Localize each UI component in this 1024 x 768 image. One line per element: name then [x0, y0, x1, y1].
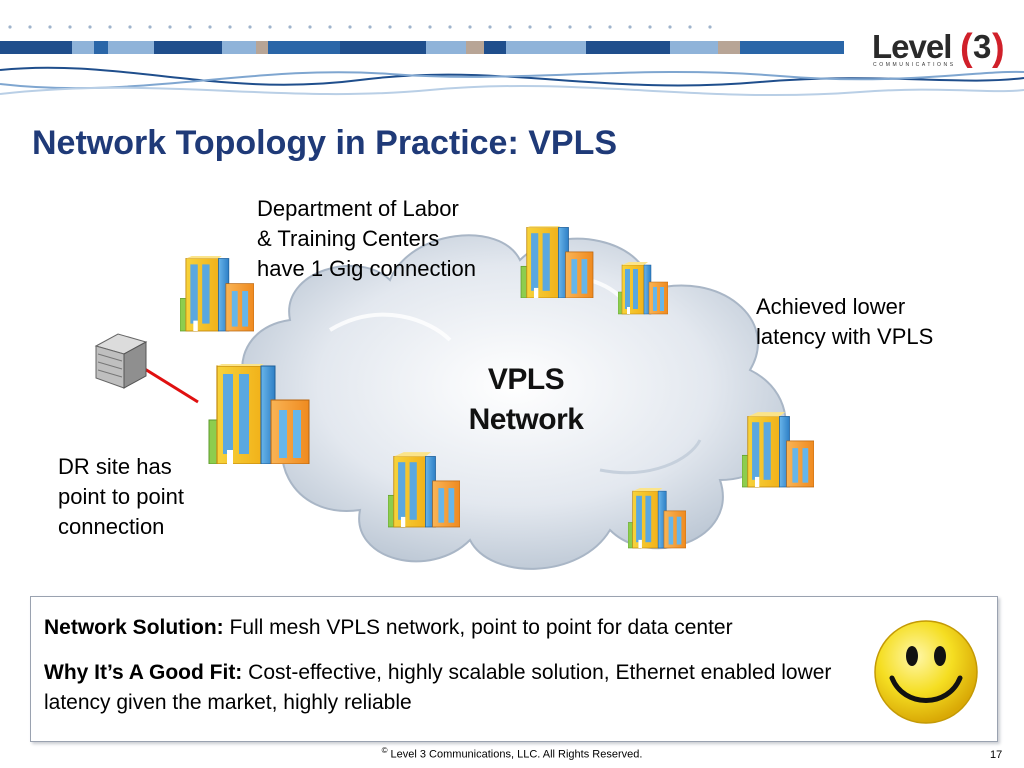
building-icon	[180, 256, 254, 332]
building-icon	[520, 226, 594, 298]
good-fit-body: Cost-effective, highly scalable solution…	[44, 661, 832, 714]
footer-copyright: © Level 3 Communications, LLC. All Right…	[0, 746, 1024, 761]
good-fit-text: Why It’s A Good Fit: Cost-effective, hig…	[44, 658, 864, 718]
dot-row	[8, 25, 712, 29]
label-dr-site: DR site has point to point connection	[58, 452, 228, 542]
svg-text:3: 3	[973, 28, 991, 65]
wave-lines	[0, 66, 1024, 97]
label-line: have 1 Gig connection	[257, 256, 476, 281]
label-department-of-labor: Department of Labor & Training Centers h…	[257, 194, 527, 284]
solution-box: Network Solution: Full mesh VPLS network…	[30, 596, 998, 742]
point-to-point-link	[139, 364, 199, 404]
network-solution-text: Network Solution: Full mesh VPLS network…	[44, 613, 904, 643]
label-line: & Training Centers	[257, 226, 440, 251]
vpls-diagram	[94, 226, 814, 570]
svg-text:COMMUNICATIONS: COMMUNICATIONS	[873, 62, 956, 68]
svg-text:(: (	[960, 27, 973, 69]
label-line: Department of Labor	[257, 196, 459, 221]
color-bar	[0, 41, 844, 54]
good-fit-heading: Why It’s A Good Fit:	[44, 661, 243, 684]
copyright-text: Level 3 Communications, LLC. All Rights …	[387, 748, 643, 761]
label-line: DR site has	[58, 454, 172, 479]
svg-text:Level: Level	[872, 28, 951, 65]
label-line: connection	[58, 514, 165, 539]
label-line: point to point	[58, 484, 184, 509]
level3-logo: Level ( 3 ) COMMUNICATIONS	[872, 27, 1005, 69]
dr-site-server-icon	[94, 333, 148, 389]
header-banner: Level ( 3 ) COMMUNICATIONS	[0, 25, 1024, 97]
smiley-icon	[874, 620, 978, 724]
label-line: Achieved lower	[756, 294, 906, 319]
slide-title: Network Topology in Practice: VPLS	[32, 124, 618, 162]
svg-text:): )	[992, 27, 1005, 69]
network-solution-body: Full mesh VPLS network, point to point f…	[223, 616, 733, 639]
cloud-label: VPLS Network	[446, 360, 606, 440]
cloud-label-line: VPLS	[487, 363, 565, 396]
network-solution-heading: Network Solution:	[44, 616, 224, 639]
label-lower-latency: Achieved lower latency with VPLS	[756, 292, 986, 352]
building-icon	[618, 262, 668, 315]
copyright-symbol: ©	[381, 746, 388, 755]
building-icon	[742, 412, 814, 488]
label-line: latency with VPLS	[756, 324, 934, 349]
cloud-label-line: Network	[468, 403, 584, 436]
page-number: 17	[990, 749, 1003, 761]
